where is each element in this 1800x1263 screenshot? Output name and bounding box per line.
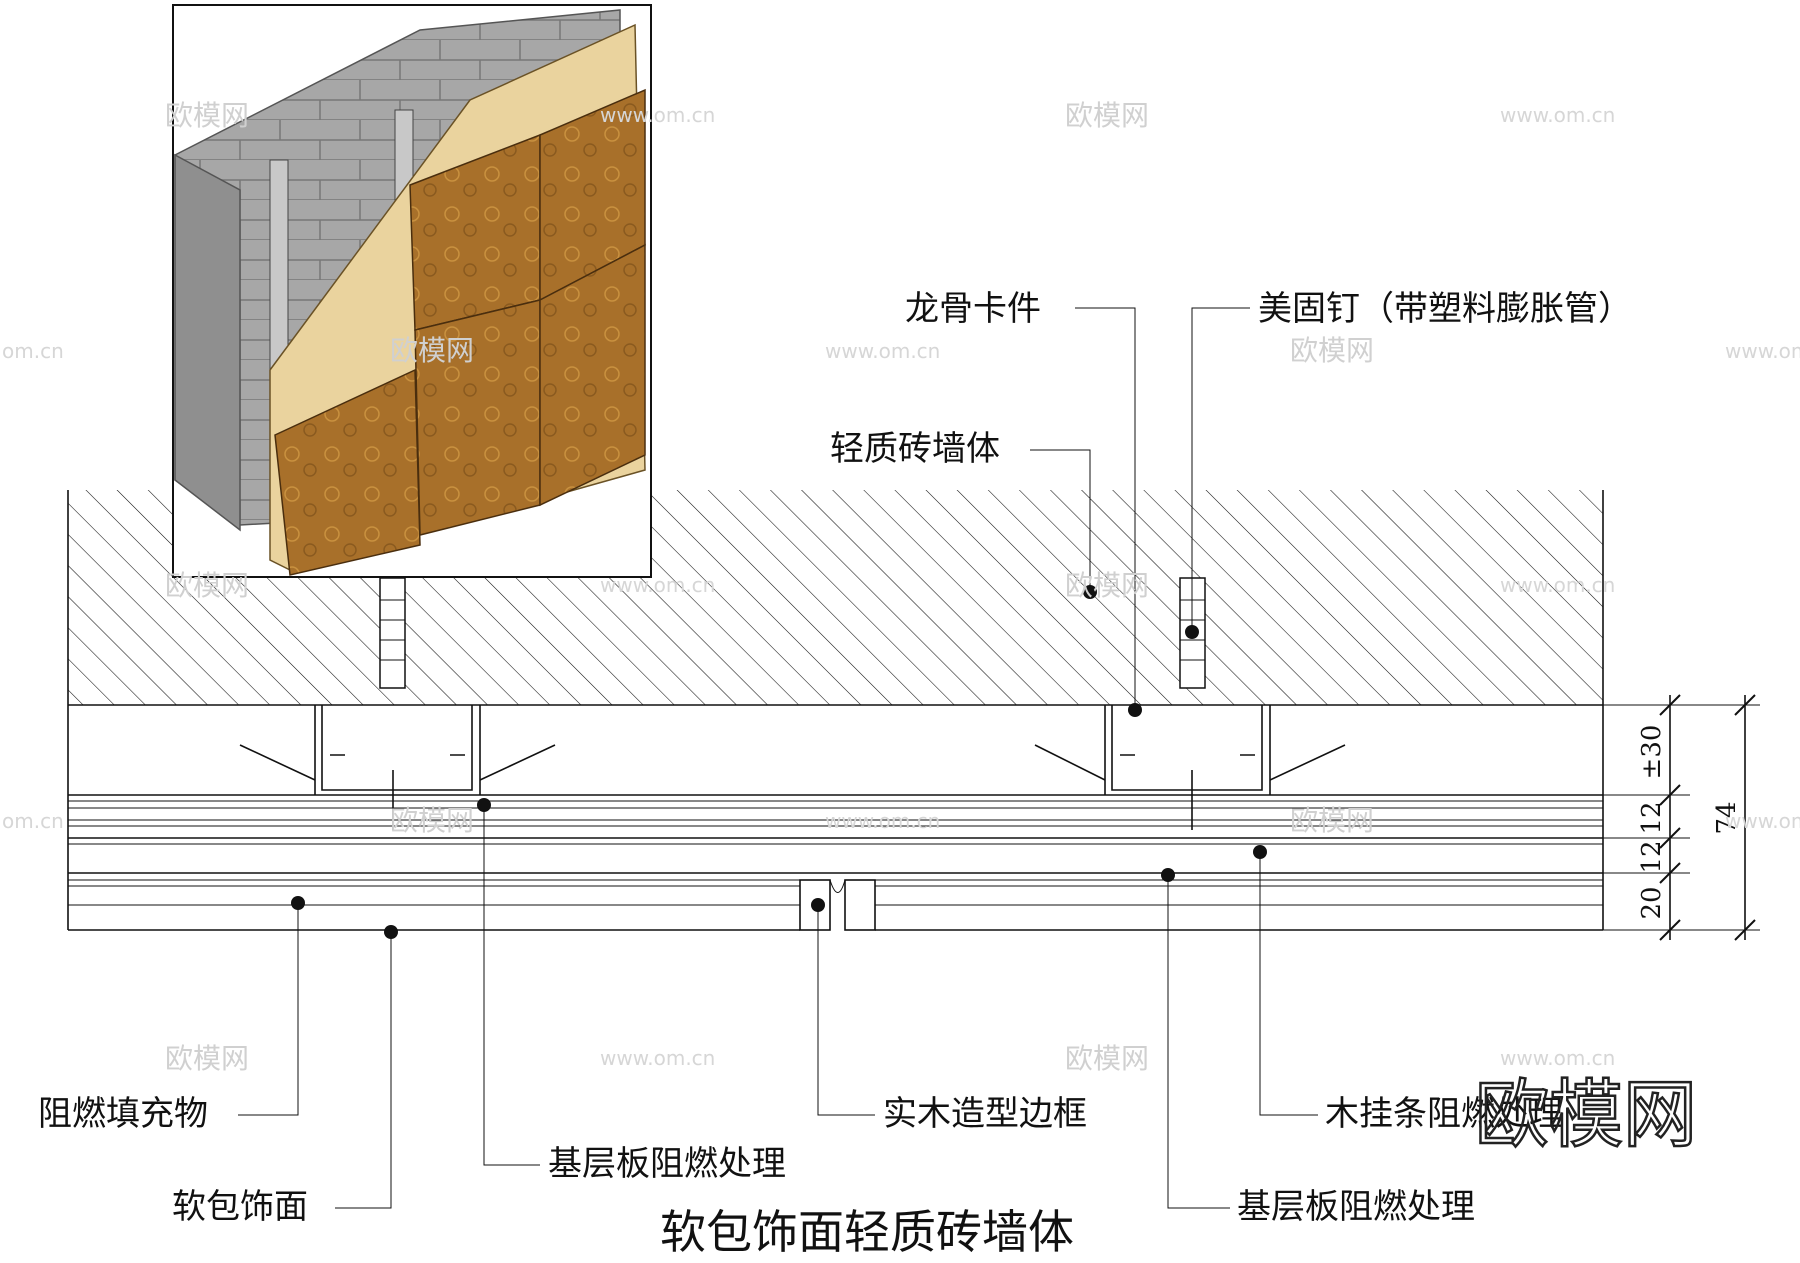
dim-board1: 12	[1637, 801, 1667, 834]
watermark-brand: 欧模网	[1290, 334, 1374, 367]
watermark-url: www.om.cn	[600, 573, 715, 597]
label-wood-strip: 木挂条阻燃处理	[1325, 1094, 1563, 1134]
leader-filler	[238, 903, 299, 1116]
label-base-board-left: 基层板阻燃处理	[548, 1144, 786, 1184]
isometric-illustration	[172, 4, 652, 578]
watermark-url: www.om.cn	[1500, 573, 1615, 597]
watermark-brand: 欧模网	[1065, 1042, 1149, 1075]
watermark-url: www.om.cn	[1500, 1046, 1615, 1070]
watermark-url: www.om.cn	[1725, 809, 1800, 833]
label-brick-wall: 轻质砖墙体	[830, 429, 1000, 469]
watermark-brand: 欧模网	[390, 334, 474, 367]
label-anchor-screw: 美固钉（带塑料膨胀管）	[1258, 289, 1632, 329]
leader-brick-wall	[1030, 449, 1091, 592]
brick-wall-side	[174, 153, 241, 532]
soft-panel-4	[539, 243, 646, 507]
label-soft-surface: 软包饰面	[172, 1187, 308, 1227]
brick-wall-hatch	[68, 490, 1603, 705]
leader-soft-surface	[335, 932, 392, 1209]
watermark-url: www.om.cn	[825, 809, 940, 833]
watermark-url: www.om.cn	[1725, 339, 1800, 363]
watermark-url: www.om.cn	[600, 1046, 715, 1070]
label-base-board-right: 基层板阻燃处理	[1237, 1187, 1475, 1227]
leader-keel-clip	[1075, 307, 1136, 710]
dim-soft: 20	[1637, 886, 1667, 919]
anchor-plug-left	[379, 577, 406, 689]
leader-wood-strip	[1259, 852, 1318, 1116]
watermark-brand: 欧模网	[165, 1042, 249, 1075]
leader-wood-frame	[817, 905, 875, 1116]
dimension-chain	[1603, 694, 1760, 941]
corner-logo: 欧模网	[1475, 1072, 1697, 1158]
wood-frame-joint	[799, 879, 876, 931]
watermark-brand: 欧模网	[390, 804, 474, 837]
label-keel-clip: 龙骨卡件	[905, 289, 1041, 329]
label-wood-frame: 实木造型边框	[883, 1094, 1087, 1134]
section-view	[67, 307, 1760, 1209]
label-filler: 阻燃填充物	[38, 1094, 208, 1134]
watermark-brand: 欧模网	[1065, 99, 1149, 132]
leader-anchor	[1191, 307, 1250, 632]
drawing-title: 软包饰面轻质砖墙体	[660, 1205, 1074, 1259]
leader-base-board-left	[483, 805, 540, 1166]
soft-panel-5	[274, 368, 421, 576]
watermark-brand: 欧模网	[165, 569, 249, 602]
dim-board2: 12	[1637, 840, 1667, 873]
watermark-brand: 欧模网	[1065, 569, 1149, 602]
watermark-url: www.om.cn	[825, 339, 940, 363]
leader-base-board-right	[1167, 875, 1230, 1209]
keel-channel-left	[239, 577, 556, 830]
dim-keel: ±30	[1637, 725, 1667, 780]
watermark-url: www.om.cn	[600, 103, 715, 127]
watermark-url: om.cn	[2, 339, 64, 363]
watermark-url: www.om.cn	[1500, 103, 1615, 127]
watermark-url: om.cn	[2, 809, 64, 833]
watermark-brand: 欧模网	[165, 99, 249, 132]
watermark-brand: 欧模网	[1290, 804, 1374, 837]
dim-total: 74	[1712, 801, 1742, 834]
